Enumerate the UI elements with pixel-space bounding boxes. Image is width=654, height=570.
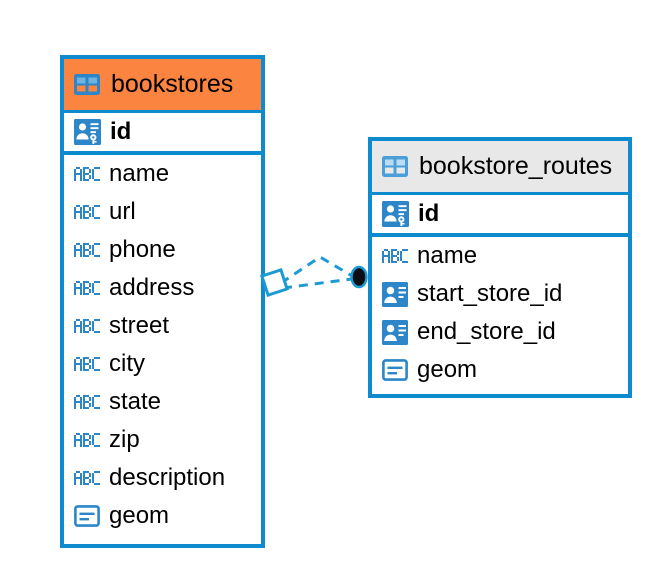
field-row-phone[interactable]: phone <box>64 231 261 269</box>
field-label-url: url <box>109 198 136 225</box>
field-label-name: name <box>417 242 478 269</box>
foreign-key-icon <box>382 319 408 345</box>
field-row-name[interactable]: name <box>372 237 628 275</box>
relationship-target-circle-icon <box>350 265 368 289</box>
primary-key-block-bookstores: id <box>64 110 261 155</box>
abc-text-icon <box>74 471 100 485</box>
field-label-end-store-id: end_store_id <box>417 318 556 345</box>
fields-block-bookstores: name url phone address street city state zip des… <box>64 155 261 535</box>
geometry-icon <box>382 359 408 381</box>
abc-text-icon <box>74 357 100 371</box>
field-label-address: address <box>109 274 195 301</box>
abc-text-icon <box>74 167 100 181</box>
field-label-city: city <box>109 350 145 377</box>
field-row-id[interactable]: id <box>372 195 628 233</box>
relationship-line-upper <box>280 255 355 285</box>
primary-key-block-bookstore-routes: id <box>372 192 628 237</box>
abc-text-icon <box>382 249 408 263</box>
field-row-street[interactable]: street <box>64 307 261 345</box>
primary-key-icon <box>74 119 101 145</box>
field-row-name[interactable]: name <box>64 155 261 193</box>
entity-title-bookstores: bookstores <box>111 70 234 98</box>
field-row-id[interactable]: id <box>64 113 261 151</box>
field-label-id: id <box>110 118 132 145</box>
field-row-state[interactable]: state <box>64 383 261 421</box>
abc-text-icon <box>74 281 100 295</box>
field-row-city[interactable]: city <box>64 345 261 383</box>
field-label-phone: phone <box>109 236 176 263</box>
field-row-description[interactable]: description <box>64 459 261 497</box>
field-label-description: description <box>109 464 226 491</box>
foreign-key-icon <box>382 281 408 307</box>
field-label-start-store-id: start_store_id <box>417 280 563 307</box>
field-row-zip[interactable]: zip <box>64 421 261 459</box>
abc-text-icon <box>74 319 100 333</box>
field-label-name: name <box>109 160 170 187</box>
geometry-icon <box>74 505 100 527</box>
entity-title-bookstore-routes: bookstore_routes <box>419 152 613 180</box>
field-label-id: id <box>418 200 440 227</box>
abc-text-icon <box>74 243 100 257</box>
abc-text-icon <box>74 205 100 219</box>
field-label-geom: geom <box>417 356 478 383</box>
field-label-street: street <box>109 312 170 339</box>
field-row-address[interactable]: address <box>64 269 261 307</box>
field-row-url[interactable]: url <box>64 193 261 231</box>
field-label-state: state <box>109 388 162 415</box>
field-row-end-store-id[interactable]: end_store_id <box>372 313 628 351</box>
field-label-zip: zip <box>109 426 140 453</box>
relationship-source-diamond-icon <box>260 268 289 297</box>
abc-text-icon <box>74 433 100 447</box>
table-grid-icon <box>382 156 408 177</box>
entity-header-bookstore-routes[interactable]: bookstore_routes <box>372 141 628 192</box>
table-grid-icon <box>74 74 100 95</box>
entity-header-bookstores[interactable]: bookstores <box>64 59 261 110</box>
field-row-geom[interactable]: geom <box>64 497 261 535</box>
field-row-geom[interactable]: geom <box>372 351 628 389</box>
abc-text-icon <box>74 395 100 409</box>
relationship-line-lower <box>282 277 353 290</box>
primary-key-icon <box>382 201 409 227</box>
entity-table-bookstores[interactable]: bookstores id name url phone address street c… <box>60 55 265 548</box>
field-label-geom: geom <box>109 502 170 529</box>
field-row-start-store-id[interactable]: start_store_id <box>372 275 628 313</box>
